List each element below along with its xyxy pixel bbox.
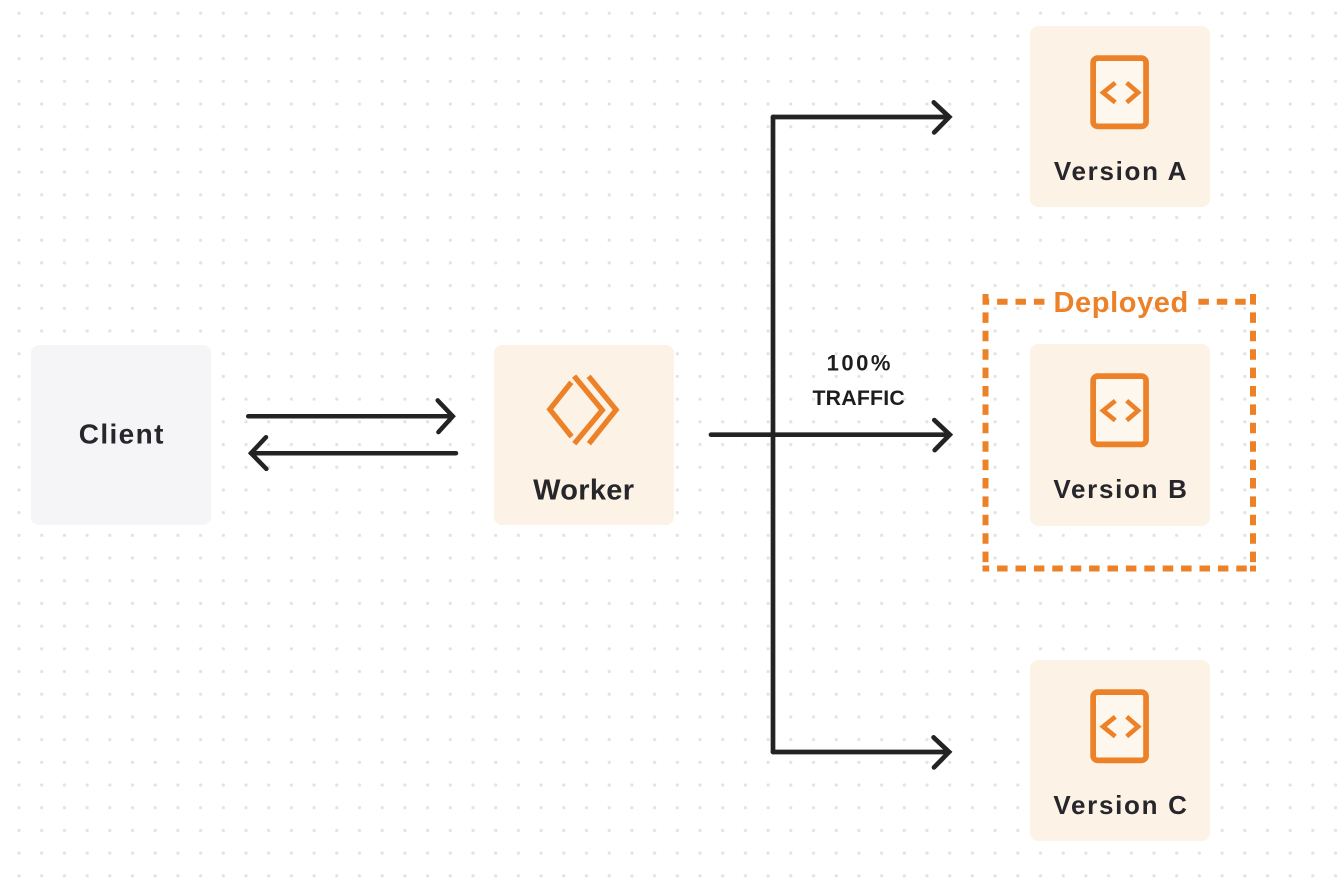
svg-text:100%: 100% xyxy=(827,351,893,376)
svg-text:Version C: Version C xyxy=(1053,790,1188,820)
svg-text:TRAFFIC: TRAFFIC xyxy=(812,386,904,410)
svg-text:Client: Client xyxy=(79,419,165,450)
svg-text:Deployed: Deployed xyxy=(1054,287,1189,319)
svg-text:Version A: Version A xyxy=(1054,156,1188,186)
svg-text:Version B: Version B xyxy=(1053,474,1188,504)
svg-text:Worker: Worker xyxy=(533,475,634,507)
